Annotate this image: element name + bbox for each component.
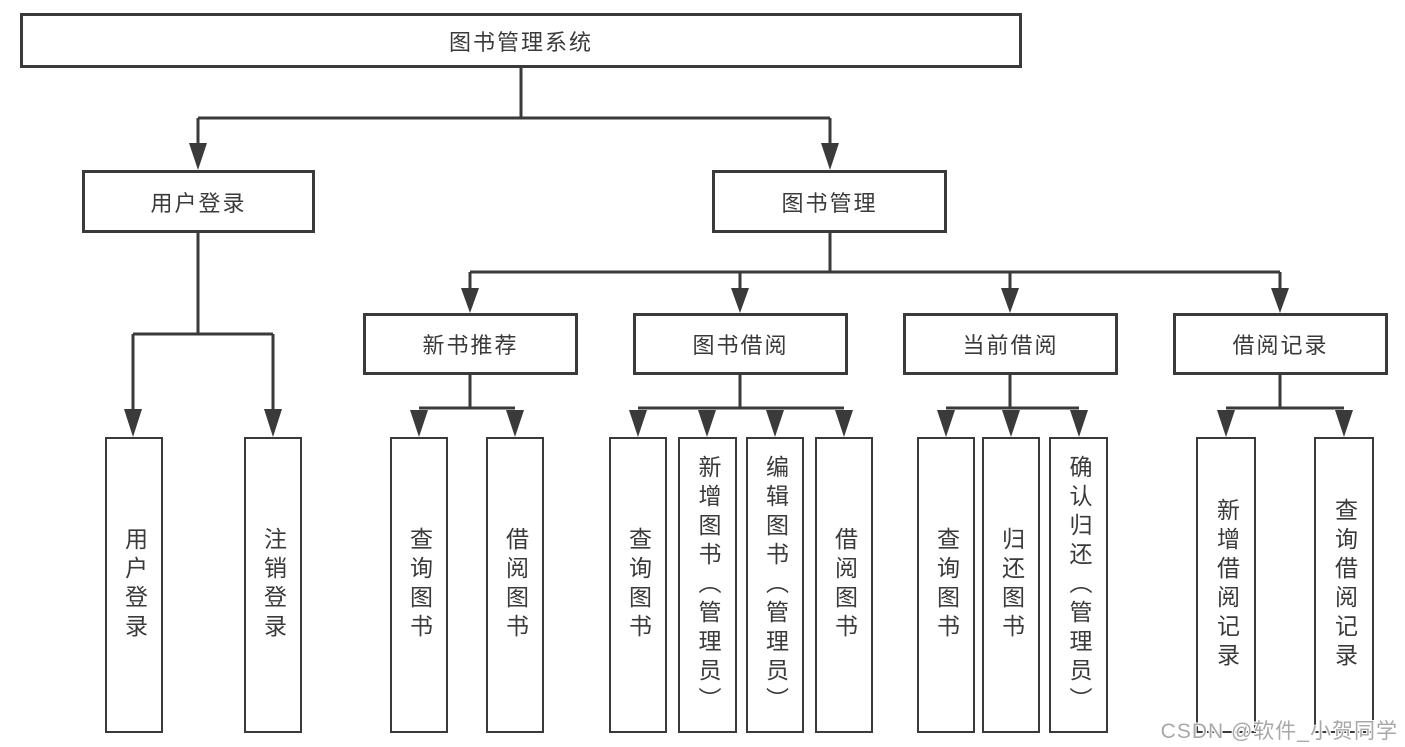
arrowhead-icon (766, 410, 784, 437)
arrowhead-group (124, 143, 1353, 437)
leaf-add-borrow-record: 新增借阅记录 (1196, 437, 1256, 733)
node-new-book-recommend: 新书推荐 (363, 313, 578, 375)
leaf-recommend-query-books: 查询图书 (390, 437, 448, 733)
arrowhead-icon (189, 143, 207, 170)
node-book-management: 图书管理 (712, 170, 947, 233)
node-root: 图书管理系统 (20, 13, 1022, 68)
arrowhead-icon (124, 409, 142, 437)
node-borrow-record: 借阅记录 (1173, 313, 1388, 375)
node-user-login: 用户登录 (82, 170, 315, 233)
arrowhead-icon (1070, 410, 1088, 437)
arrowhead-icon (835, 410, 853, 437)
node-current-borrow: 当前借阅 (903, 313, 1118, 375)
node-book-borrow: 图书借阅 (633, 313, 848, 375)
arrowhead-icon (410, 410, 428, 437)
arrowhead-icon (821, 143, 839, 170)
arrowhead-icon (1335, 410, 1353, 437)
leaf-add-books-admin: 新增图书（管理员） (678, 437, 737, 733)
leaf-borrow-query-books: 查询图书 (609, 437, 667, 733)
arrowhead-icon (937, 410, 955, 437)
leaf-user-login: 用户登录 (105, 437, 163, 733)
connector-group (131, 68, 1344, 411)
csdn-watermark: CSDN @软件_小贺同学 (1160, 720, 1398, 743)
arrowhead-icon (698, 410, 716, 437)
arrowhead-icon (1217, 410, 1235, 437)
leaf-return-books: 归还图书 (982, 437, 1040, 733)
leaf-logout: 注销登录 (244, 437, 302, 733)
arrowhead-icon (629, 410, 647, 437)
leaf-query-borrow-record: 查询借阅记录 (1314, 437, 1374, 733)
leaf-confirm-return-admin: 确认归还（管理员） (1049, 437, 1108, 733)
arrowhead-icon (1002, 410, 1020, 437)
leaf-borrow-books: 借阅图书 (815, 437, 873, 733)
arrowhead-icon (461, 288, 479, 313)
leaf-recommend-borrow-books: 借阅图书 (486, 437, 544, 733)
arrowhead-icon (1001, 288, 1019, 313)
arrowhead-icon (1271, 288, 1289, 313)
arrowhead-icon (264, 409, 282, 437)
arrowhead-icon (731, 288, 749, 313)
leaf-current-query-books: 查询图书 (917, 437, 975, 733)
leaf-edit-books-admin: 编辑图书（管理员） (746, 437, 804, 733)
arrowhead-icon (506, 410, 524, 437)
